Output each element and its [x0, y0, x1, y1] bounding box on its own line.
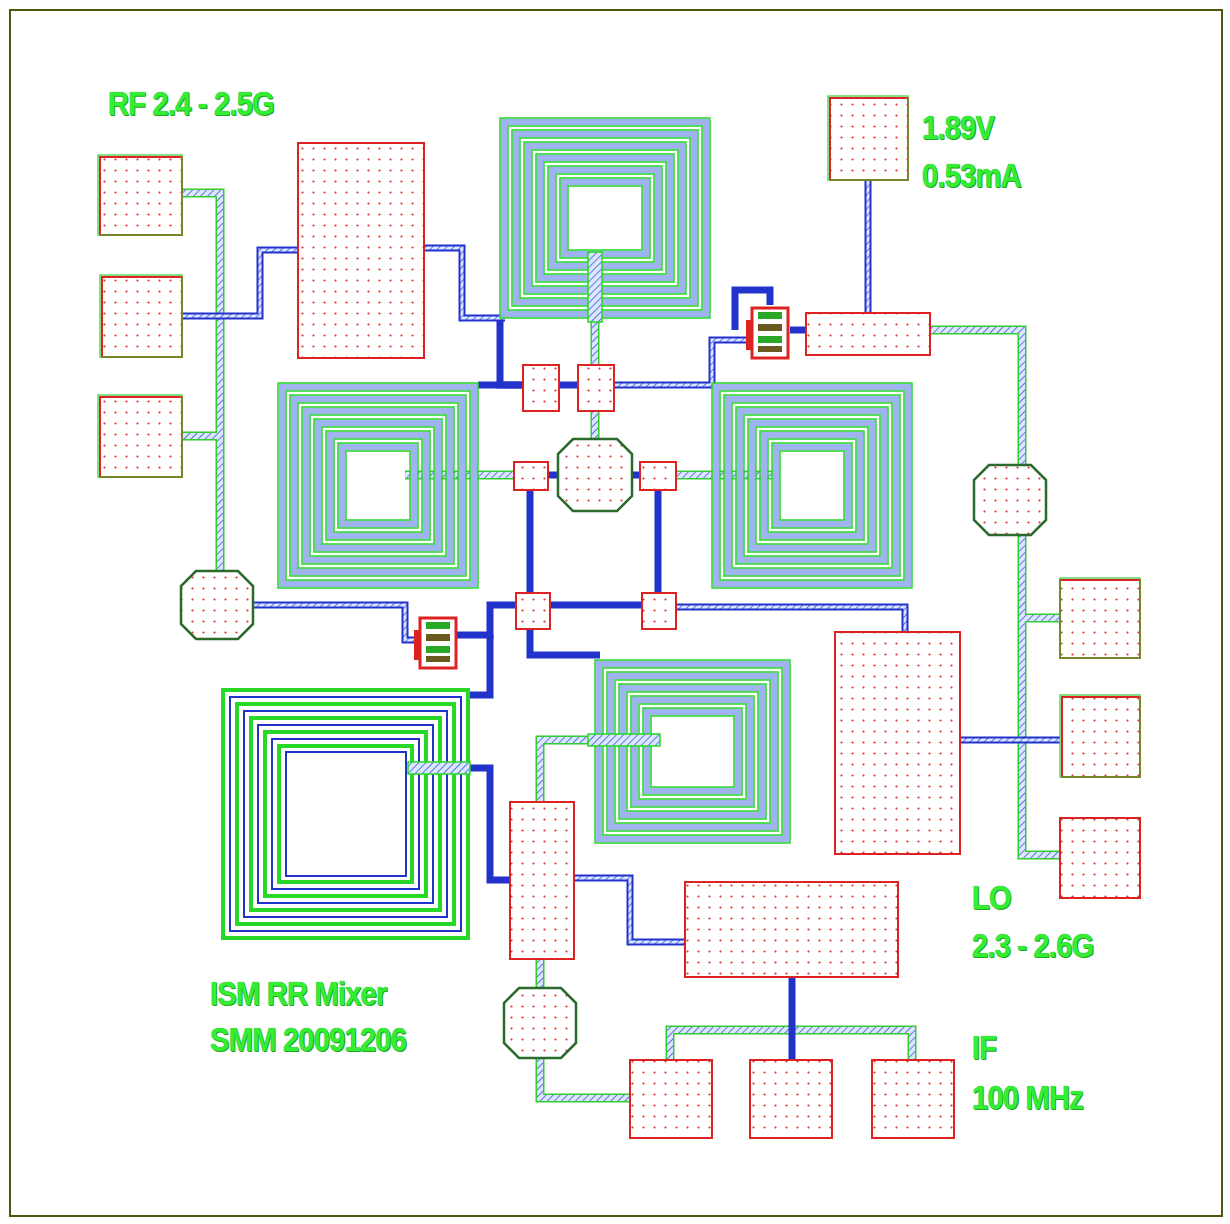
layout-label: 100 MHz — [972, 1080, 1083, 1114]
layout-label: 2.3 - 2.6G — [972, 928, 1093, 962]
layout-label: IF — [972, 1030, 996, 1064]
octagon-contacts — [181, 439, 1046, 1058]
layout-label: RF 2.4 - 2.5G — [108, 86, 274, 120]
layout-label: LO — [972, 880, 1011, 914]
layout-label: 1.89V — [922, 110, 994, 144]
bond-pads — [100, 98, 1140, 1138]
transistor-symbols — [414, 308, 788, 668]
die-frame — [10, 10, 1222, 1216]
layout-label: ISM RR Mixer — [210, 976, 387, 1010]
layout-label: SMM 20091206 — [210, 1022, 406, 1056]
large-inductor — [223, 690, 468, 938]
pad-overlays — [98, 96, 1140, 777]
layout-label: 0.53mA — [922, 158, 1021, 192]
